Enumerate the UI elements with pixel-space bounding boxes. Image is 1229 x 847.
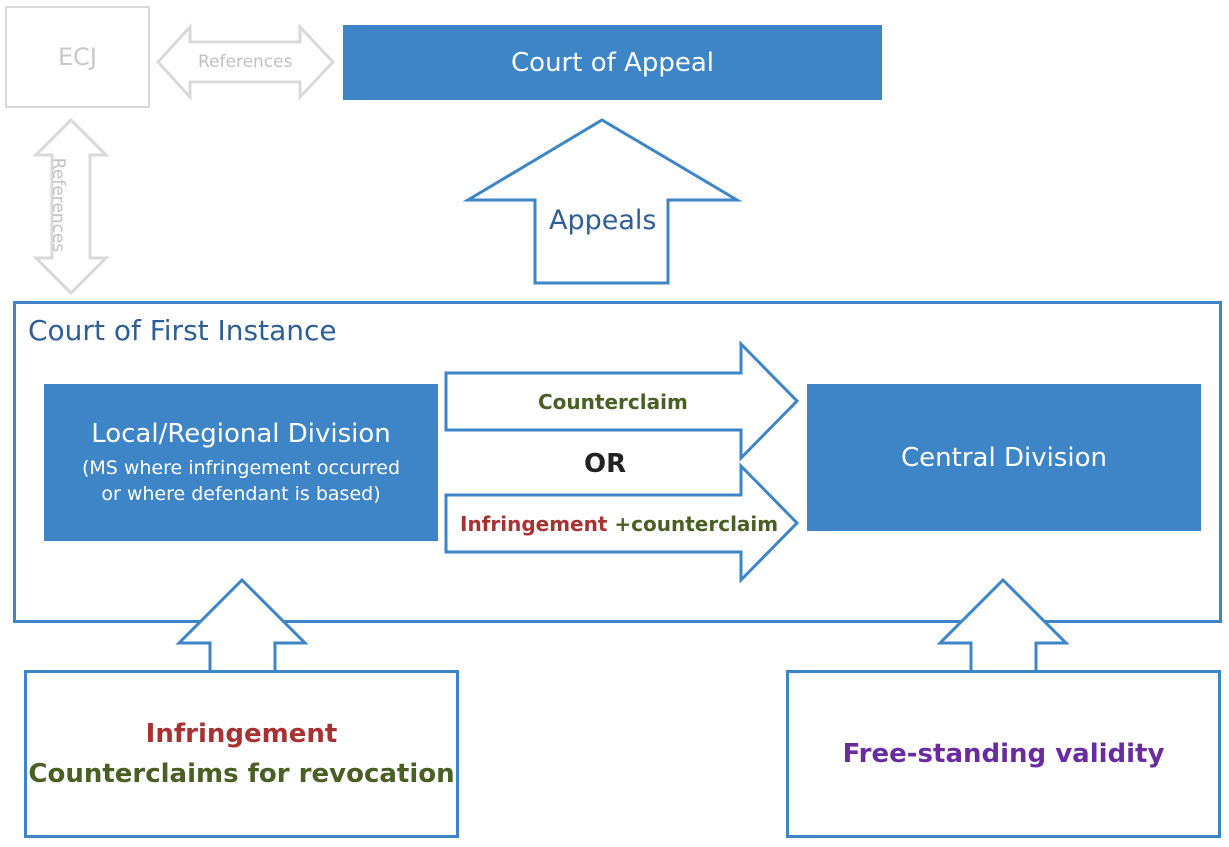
ecj-box: ECJ: [5, 6, 150, 108]
references-horizontal-label: References: [198, 52, 293, 72]
validity-source-box: Free-standing validity: [786, 670, 1221, 838]
counterclaim-label: Counterclaim: [538, 390, 688, 414]
ecj-label: ECJ: [58, 43, 97, 71]
infringement-source-box: Infringement Counterclaims for revocatio…: [24, 670, 459, 838]
plus-counterclaim-word: +counterclaim: [614, 512, 779, 536]
court-of-appeal-label: Court of Appeal: [511, 47, 714, 78]
appeals-arrow: [462, 118, 743, 285]
infringement-source-line2: Counterclaims for revocation: [28, 759, 455, 789]
infringement-word: Infringement: [460, 512, 608, 536]
local-regional-division-title: Local/Regional Division: [91, 418, 391, 449]
infringement-counterclaim-label: Infringement +counterclaim: [460, 512, 778, 536]
local-regional-division-subtitle-1: (MS where infringement occurred: [81, 456, 401, 479]
left-input-arrow: [175, 577, 309, 674]
references-horizontal-arrow: [155, 23, 336, 101]
central-division-label: Central Division: [901, 442, 1107, 473]
court-of-first-instance-frame: [13, 301, 1222, 623]
counterclaim-arrow: [444, 340, 800, 462]
local-regional-division-subtitle-2: or where defendant is based): [101, 482, 381, 505]
court-of-first-instance-title: Court of First Instance: [28, 314, 337, 347]
central-division-box: Central Division: [807, 384, 1201, 531]
references-vertical-arrow: [32, 117, 110, 296]
validity-source-label: Free-standing validity: [842, 739, 1165, 769]
infringement-counterclaim-arrow: [444, 462, 800, 584]
local-regional-division-box: Local/Regional Division (MS where infrin…: [44, 384, 438, 541]
court-of-appeal-box: Court of Appeal: [343, 25, 882, 100]
or-label: OR: [584, 449, 627, 479]
appeals-label: Appeals: [549, 205, 657, 236]
infringement-source-line1: Infringement: [145, 719, 338, 749]
right-input-arrow: [936, 577, 1070, 674]
